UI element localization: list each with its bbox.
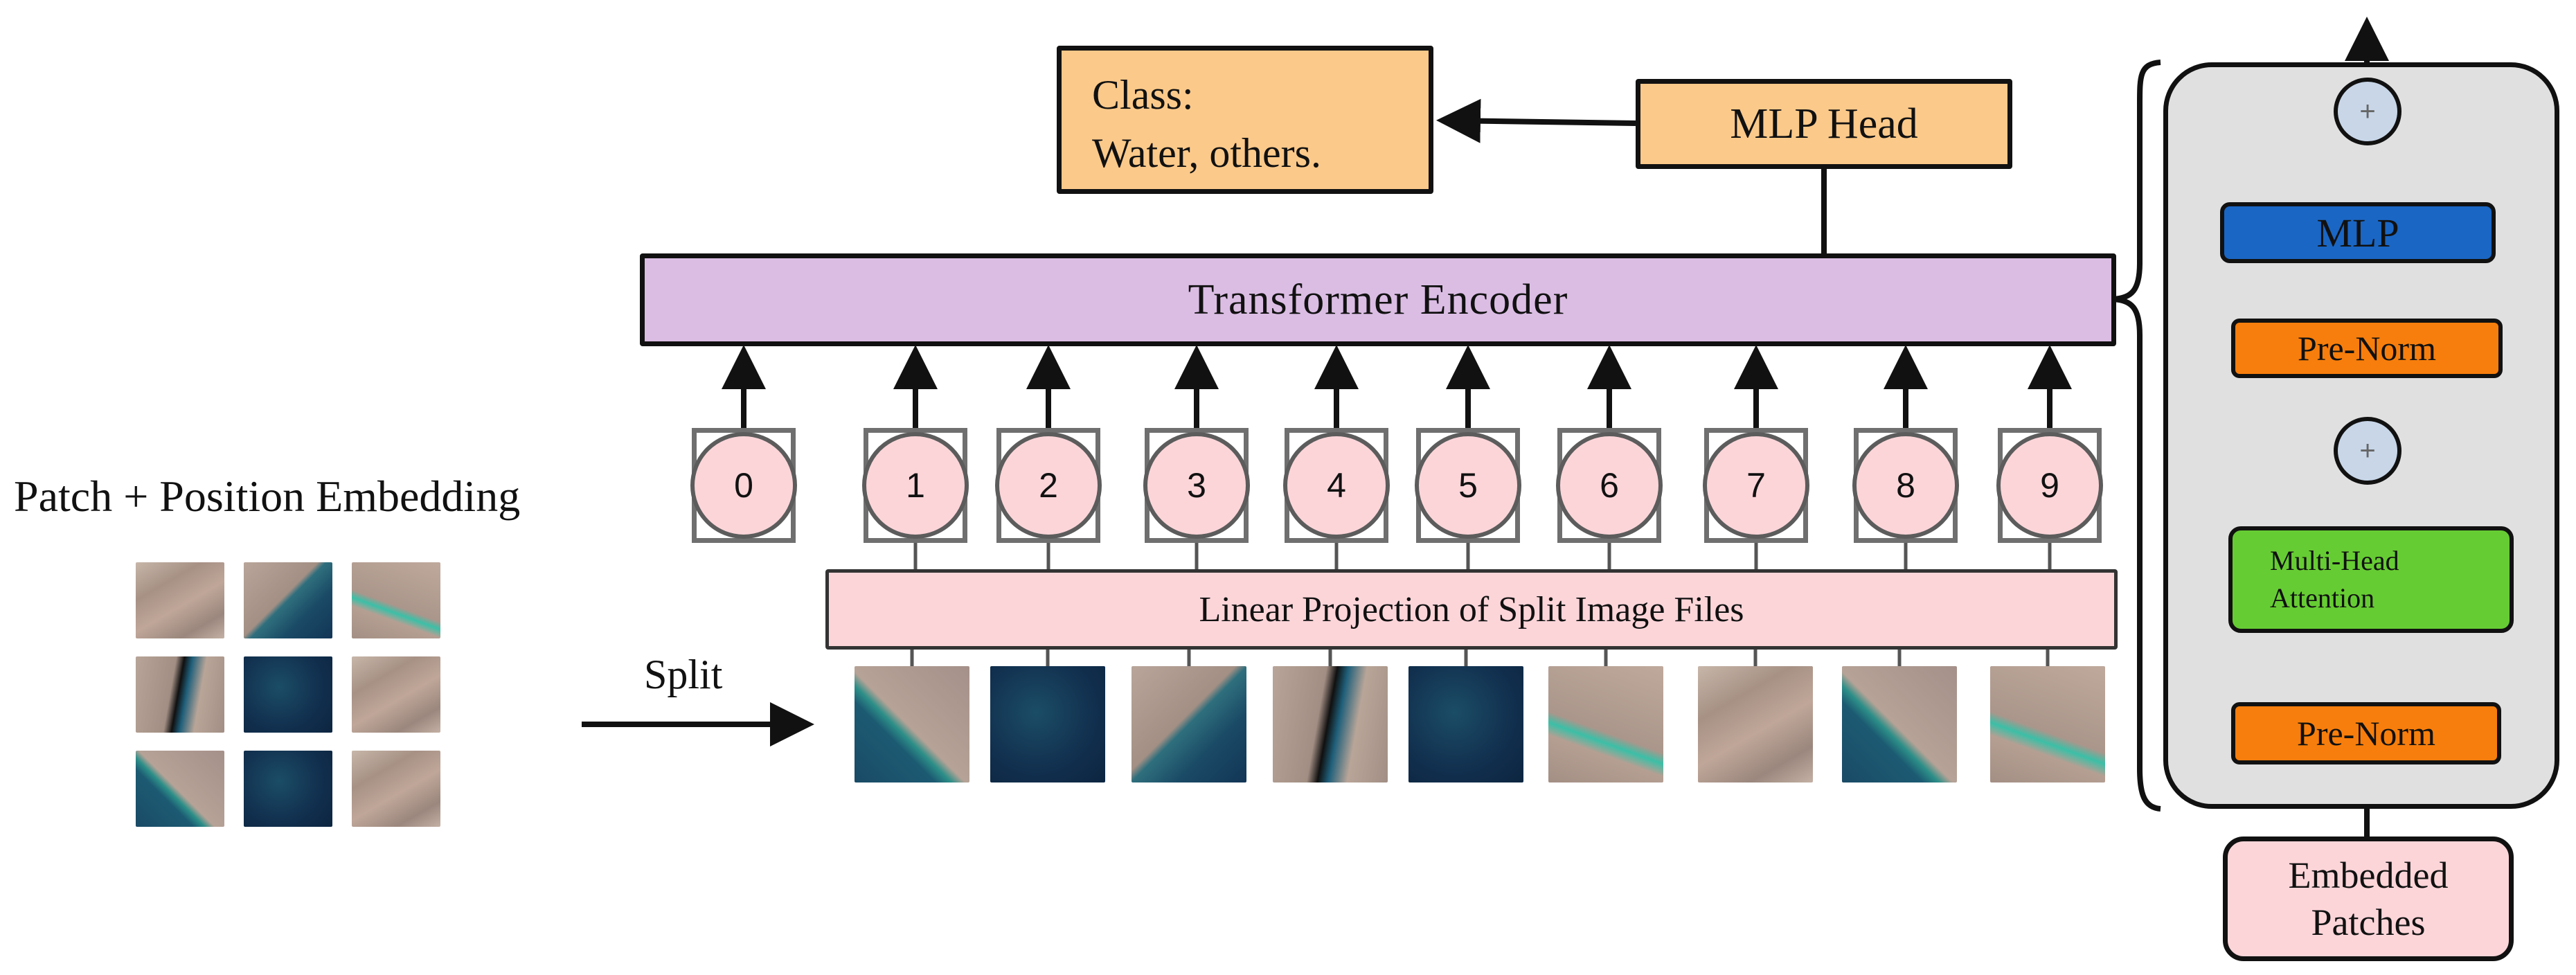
multi-head-attention-block: Multi-Head Attention [2228,526,2514,633]
token-9: 9 [1996,432,2103,539]
mha-label-line1: Multi-Head [2270,545,2399,576]
add-symbol: + [2359,96,2376,127]
token-7: 7 [1703,432,1809,539]
transformer-encoder-box: Transformer Encoder [640,253,2116,346]
linear-projection-label: Linear Projection of Split Image Files [1199,589,1744,629]
add-node-top: + [2334,78,2401,145]
split-patch [1408,666,1523,782]
curly-brace [2113,60,2161,812]
pre-norm-top-label: Pre-Norm [2298,329,2436,368]
grid-patch [136,751,224,827]
pre-norm-bottom-label: Pre-Norm [2297,714,2435,753]
embedded-patches-box: Embedded Patches [2223,837,2514,961]
grid-patch [244,751,332,827]
split-patch [1548,666,1663,782]
embedded-label-line2: Patches [2311,902,2426,943]
split-patch [1132,666,1246,782]
grid-patch [352,562,440,638]
add-symbol: + [2359,435,2376,466]
mlp-label: MLP [2316,210,2399,256]
split-patch [1842,666,1957,782]
token-1: 1 [862,432,969,539]
split-patch [1990,666,2105,782]
mlp-block: MLP [2220,202,2496,263]
pre-norm-bottom: Pre-Norm [2231,702,2501,764]
split-patch [1273,666,1388,782]
token-6: 6 [1556,432,1663,539]
mha-label-line2: Attention [2270,582,2375,614]
linear-projection-box: Linear Projection of Split Image Files [825,569,2118,650]
grid-patch [352,751,440,827]
class-values: Water, others. [1092,130,1321,176]
grid-patch [352,656,440,733]
split-label: Split [644,652,723,697]
grid-patch [136,562,224,638]
token-5: 5 [1415,432,1521,539]
token-3: 3 [1143,432,1250,539]
transformer-encoder-label: Transformer Encoder [1188,276,1568,323]
split-patch [855,666,969,782]
grid-patch [244,562,332,638]
grid-patch [244,656,332,733]
mlp-head-label: MLP Head [1730,100,1918,147]
class-output-box: Class: Water, others. [1057,46,1433,194]
split-patch [990,666,1105,782]
add-node-bottom: + [2334,417,2401,485]
embedded-label-line1: Embedded [2288,855,2449,896]
pre-norm-top: Pre-Norm [2231,319,2503,378]
split-patch [1698,666,1813,782]
token-0: 0 [690,432,797,539]
mlp-head-box: MLP Head [1636,79,2012,169]
encoder-block-panel [2163,62,2559,809]
token-8: 8 [1852,432,1959,539]
patch-position-label: Patch + Position Embedding [14,472,521,521]
token-2: 2 [995,432,1102,539]
grid-patch [136,656,224,733]
mlp-to-class-arrow [1436,98,1636,143]
class-label: Class: [1092,72,1194,118]
token-4: 4 [1283,432,1390,539]
